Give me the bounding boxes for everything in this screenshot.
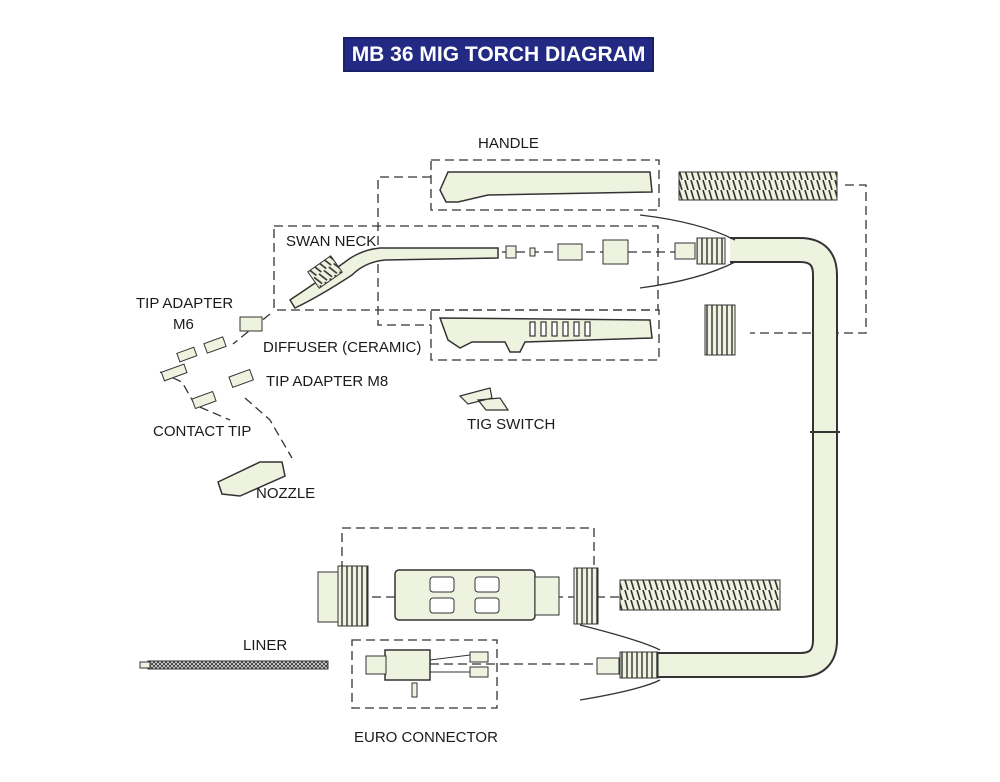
tip-adapter-m6 [203,336,227,354]
label-handle: HANDLE [478,135,539,152]
label-liner: LINER [243,637,288,654]
lower-handle-group-box [430,309,660,361]
nozzle [217,461,286,497]
diagram-title: MB 36 MIG TORCH DIAGRAM [343,37,654,72]
rear-bracket [341,527,595,570]
diffuser [239,316,263,332]
label-contact-tip: CONTACT TIP [153,423,252,440]
liner [147,660,329,670]
handle-upper-part [439,171,653,203]
rear-nut [317,571,339,623]
euro-connector-box [351,639,498,709]
label-tip-adapter-m6-line1: TIP ADAPTER [136,295,234,312]
label-tip-adapter-m8: TIP ADAPTER M8 [266,373,389,390]
handle-group-box [430,159,660,211]
euro-connector-body [384,649,431,681]
cable-spring-top [678,171,838,201]
label-tig-switch: TIG SWITCH [467,416,556,433]
label-nozzle: NOZZLE [256,485,316,502]
rear-handle-body [394,569,536,621]
spring-bracket-right [750,184,867,334]
knurled-nut-top [704,304,736,356]
contact-tip [160,363,188,382]
label-tip-adapter-m6-line2: M6 [173,316,194,333]
label-euro-connector: EURO CONNECTOR [354,729,498,746]
neck-thread [307,255,343,289]
label-diffuser: DIFFUSER (CERAMIC) [263,339,422,356]
cable-spring-bottom [619,579,781,611]
diffuser-leader [232,313,271,345]
contact-tip-leader [159,371,231,421]
label-swan-neck: SWAN NECK [286,233,377,250]
tig-switch [458,387,510,411]
tip-adapter-m8 [228,368,255,389]
nozzle-leader [244,397,293,459]
